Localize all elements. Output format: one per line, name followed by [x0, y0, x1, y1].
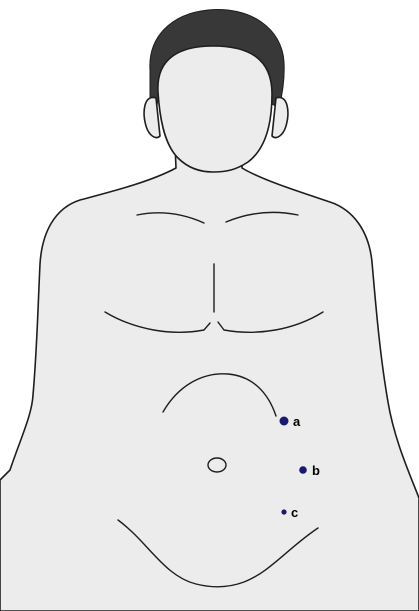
marker-c-label: c [291, 505, 298, 520]
marker-c-dot [281, 509, 286, 514]
marker-a-label: a [293, 414, 301, 429]
marker-b-label: b [312, 463, 320, 478]
marker-a-dot [280, 417, 289, 426]
face [158, 46, 272, 172]
marker-b-dot [299, 466, 307, 474]
body-outline [0, 145, 419, 611]
